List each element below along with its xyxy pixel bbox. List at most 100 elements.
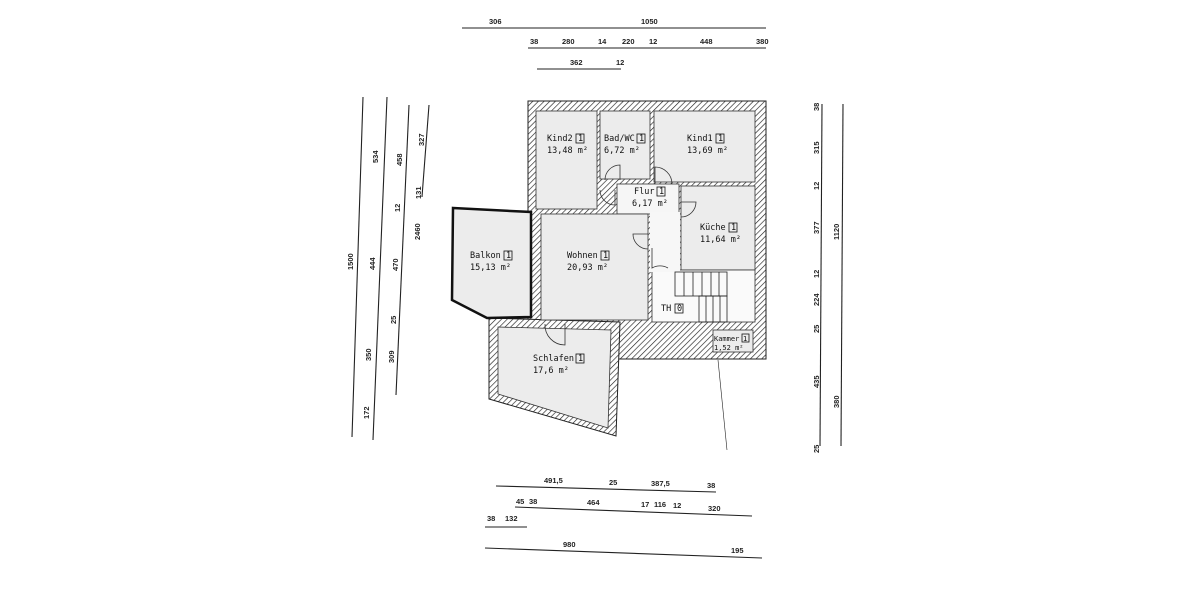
svg-text:470: 470: [391, 258, 400, 271]
svg-text:17: 17: [641, 500, 649, 509]
svg-text:327: 327: [417, 133, 426, 146]
svg-text:TH: TH: [661, 304, 671, 314]
svg-text:350: 350: [364, 348, 373, 361]
svg-text:12: 12: [649, 37, 657, 46]
svg-text:Schlafen: Schlafen: [533, 354, 574, 364]
svg-text:0: 0: [677, 304, 682, 314]
svg-text:Flur: Flur: [634, 187, 654, 197]
svg-text:116: 116: [654, 500, 666, 509]
svg-text:1120: 1120: [832, 224, 841, 240]
svg-text:132: 132: [505, 514, 518, 523]
dimension-labels-left: 1500 534 444 350 172 458 12 470 25 309 3…: [346, 133, 426, 419]
svg-text:1: 1: [743, 335, 747, 343]
dimension-labels-right: 38 315 12 377 12 224 25 435 25 1120 380: [812, 103, 841, 453]
svg-text:Bad/WC: Bad/WC: [604, 134, 635, 144]
svg-text:6,72 m²: 6,72 m²: [604, 146, 640, 156]
svg-text:Kind2: Kind2: [547, 134, 573, 144]
svg-text:Kind1: Kind1: [687, 134, 713, 144]
svg-text:315: 315: [812, 141, 821, 154]
svg-text:2460: 2460: [413, 223, 422, 240]
label-balkon: Balkon 1 15,13 m²: [470, 250, 513, 273]
svg-text:387,5: 387,5: [651, 479, 670, 488]
svg-text:172: 172: [362, 406, 371, 419]
svg-text:224: 224: [812, 293, 821, 306]
svg-text:362: 362: [570, 58, 583, 67]
label-kind2: Kind2 1 13,48 m²: [547, 133, 588, 156]
room-wohnen: [540, 213, 649, 321]
svg-text:458: 458: [395, 153, 404, 166]
svg-text:1: 1: [603, 251, 608, 261]
svg-text:20,93 m²: 20,93 m²: [567, 263, 608, 273]
svg-text:25: 25: [609, 478, 617, 487]
room-flur: [616, 183, 680, 215]
label-kueche: Küche 1 11,64 m²: [700, 222, 741, 245]
label-schlafen: Schlafen 1 17,6 m²: [533, 353, 585, 376]
svg-text:38: 38: [530, 37, 538, 46]
svg-text:220: 220: [622, 37, 635, 46]
label-kind1: Kind1 1 13,69 m²: [687, 133, 728, 156]
svg-text:534: 534: [371, 150, 380, 163]
svg-text:444: 444: [368, 257, 377, 270]
room-labels: Kind2 1 13,48 m² Bad/WC 1 6,72 m² Kind1 1 13,6…: [470, 133, 750, 376]
svg-text:6,17 m²: 6,17 m²: [632, 199, 668, 209]
room-kammer: [712, 329, 754, 353]
room-kind2: [535, 110, 598, 210]
svg-text:1: 1: [578, 134, 583, 144]
svg-text:11,64 m²: 11,64 m²: [700, 235, 741, 245]
room-balkon: [450, 206, 533, 320]
svg-text:Balkon: Balkon: [470, 251, 501, 261]
label-flur: Flur 1 6,17 m²: [632, 186, 668, 209]
label-bad-wc: Bad/WC 1 6,72 m²: [604, 133, 646, 156]
doors: [544, 164, 697, 346]
label-wohnen: Wohnen 1 20,93 m²: [567, 250, 610, 273]
room-kind1: [653, 110, 756, 183]
svg-text:1: 1: [639, 134, 644, 144]
svg-text:131: 131: [414, 186, 423, 199]
svg-text:377: 377: [812, 221, 821, 234]
svg-text:Küche: Küche: [700, 223, 726, 233]
svg-text:309: 309: [387, 350, 396, 363]
svg-text:380: 380: [832, 395, 841, 408]
room-schlafen: [497, 326, 612, 429]
svg-text:380: 380: [756, 37, 769, 46]
svg-text:12: 12: [673, 501, 681, 510]
svg-text:Wohnen: Wohnen: [567, 251, 598, 261]
svg-text:1: 1: [731, 223, 736, 233]
svg-text:12: 12: [393, 204, 402, 212]
svg-text:14: 14: [598, 37, 607, 46]
room-floors: [450, 110, 756, 429]
svg-text:320: 320: [708, 504, 721, 513]
svg-text:1,52 m²: 1,52 m²: [714, 344, 744, 352]
svg-text:45: 45: [516, 497, 524, 506]
svg-text:25: 25: [812, 445, 821, 453]
svg-text:1: 1: [578, 354, 583, 364]
svg-text:435: 435: [812, 375, 821, 388]
dimension-labels-top: 306 1050 38 280 14 220 12 448 380 362 12: [489, 17, 769, 67]
room-kueche: [680, 185, 756, 271]
staircase: [674, 271, 728, 451]
room-bad-wc: [599, 110, 651, 180]
svg-text:13,48 m²: 13,48 m²: [547, 146, 588, 156]
svg-text:17,6 m²: 17,6 m²: [533, 366, 569, 376]
label-th: TH 0: [661, 303, 684, 314]
svg-text:38: 38: [707, 481, 715, 490]
svg-text:448: 448: [700, 37, 713, 46]
label-kammer: Kammer 11,52 m²: [714, 333, 750, 352]
svg-text:1050: 1050: [641, 17, 658, 26]
dimension-lines: [351, 27, 844, 559]
dimension-labels-bottom: 491,5 25 387,5 38 45 38 464 17 116 12 32…: [487, 476, 744, 555]
svg-text:25: 25: [812, 325, 821, 333]
svg-text:1: 1: [718, 134, 723, 144]
svg-text:25: 25: [389, 316, 398, 324]
svg-text:15,13 m²: 15,13 m²: [470, 263, 511, 273]
svg-text:1: 1: [506, 251, 511, 261]
svg-text:306: 306: [489, 17, 502, 26]
svg-text:1: 1: [659, 187, 664, 197]
svg-text:12: 12: [616, 58, 624, 67]
svg-text:464: 464: [587, 498, 600, 507]
svg-text:13,69 m²: 13,69 m²: [687, 146, 728, 156]
svg-text:38: 38: [812, 103, 821, 111]
svg-text:Kammer: Kammer: [714, 335, 739, 343]
